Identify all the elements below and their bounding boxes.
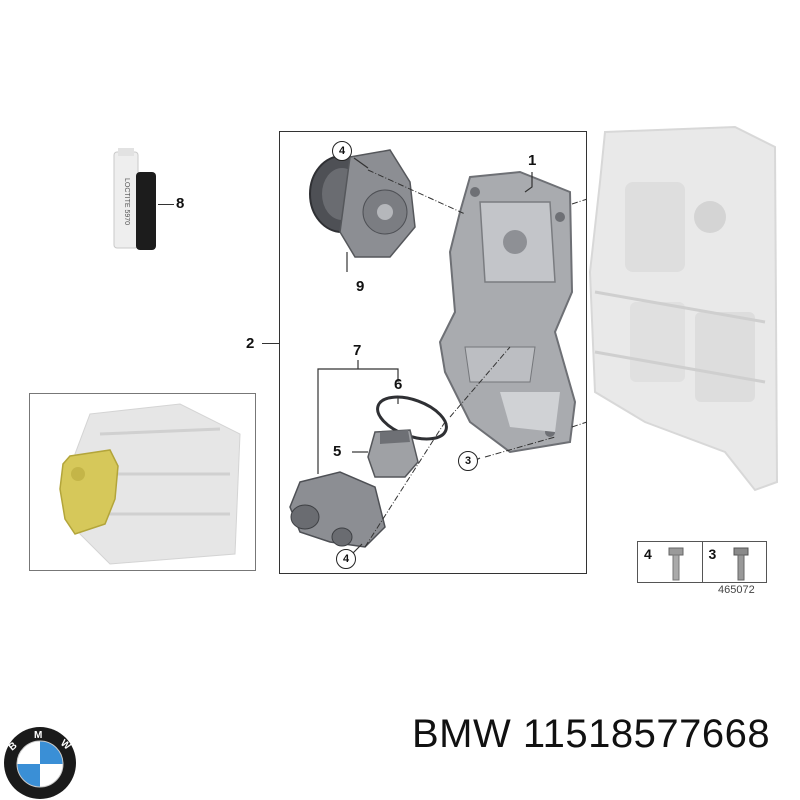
callout-2[interactable]: 2 <box>246 335 255 352</box>
callout-6[interactable]: 6 <box>394 376 403 393</box>
bmw-logo-icon: B M W <box>4 727 76 799</box>
bolt-icon <box>733 547 748 581</box>
diagram-reference-number: 465072 <box>718 584 755 596</box>
exploded-parts-illustration <box>289 149 586 555</box>
callout-5[interactable]: 5 <box>333 443 342 460</box>
svg-text:M: M <box>34 730 42 741</box>
svg-text:LOCTITE 5970: LOCTITE 5970 <box>123 178 130 225</box>
callout-7[interactable]: 7 <box>353 342 362 359</box>
callout-9[interactable]: 9 <box>356 278 365 295</box>
callout-8[interactable]: 8 <box>176 195 185 212</box>
parts-group-frame <box>279 131 587 574</box>
callout-8-leader <box>158 204 174 206</box>
bolt-icon <box>668 547 684 581</box>
callout-1[interactable]: 1 <box>528 152 537 169</box>
callout-4-top[interactable]: 4 <box>332 141 352 161</box>
bolt-legend: 4 3 <box>637 541 767 583</box>
bolt-legend-label: 4 <box>644 546 652 562</box>
callout-3[interactable]: 3 <box>458 451 478 471</box>
engine-location-inset <box>29 393 256 571</box>
inset-engine-illustration <box>59 403 241 565</box>
bolt-legend-label: 3 <box>708 546 717 562</box>
engine-block-illustration <box>588 125 779 492</box>
sealant-tube-illustration: LOCTITE 5970 <box>113 148 156 250</box>
bolt-legend-item-3[interactable]: 3 <box>703 542 767 582</box>
part-number-title: BMW 11518577668 <box>412 712 771 756</box>
bolt-legend-item-4[interactable]: 4 <box>638 542 703 582</box>
callout-4-bottom[interactable]: 4 <box>336 549 356 569</box>
callout-2-leader <box>262 343 279 345</box>
